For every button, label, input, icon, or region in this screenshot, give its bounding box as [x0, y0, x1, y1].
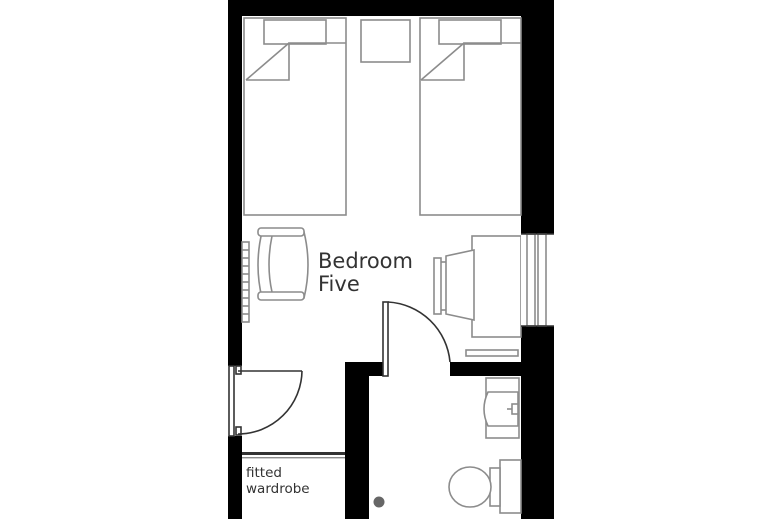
door-icon: [382, 301, 451, 377]
bed-icon: [243, 17, 347, 216]
chair-icon: [433, 249, 475, 321]
shower-drain-icon: [373, 496, 385, 508]
radiator-icon: [241, 241, 250, 323]
room-label-line: wardrobe: [246, 480, 310, 497]
room-label-line: fitted: [246, 465, 282, 481]
desk-icon: [471, 235, 522, 338]
armchair-icon: [257, 227, 309, 301]
room-label-bedroom: Bedroom Five: [318, 250, 413, 295]
toilet-icon: [448, 459, 522, 514]
walls: [228, 0, 554, 519]
door-icon: [228, 365, 303, 437]
radiator-icon: [465, 349, 519, 357]
nightstand-icon: [360, 19, 411, 63]
window-icon: [521, 233, 554, 327]
room-label-wardrobe: fitted wardrobe: [246, 465, 310, 497]
bed-icon: [419, 17, 522, 216]
sink-icon: [483, 377, 520, 439]
room-label-line: Bedroom: [318, 249, 413, 273]
room-label-line: Five: [318, 271, 360, 296]
